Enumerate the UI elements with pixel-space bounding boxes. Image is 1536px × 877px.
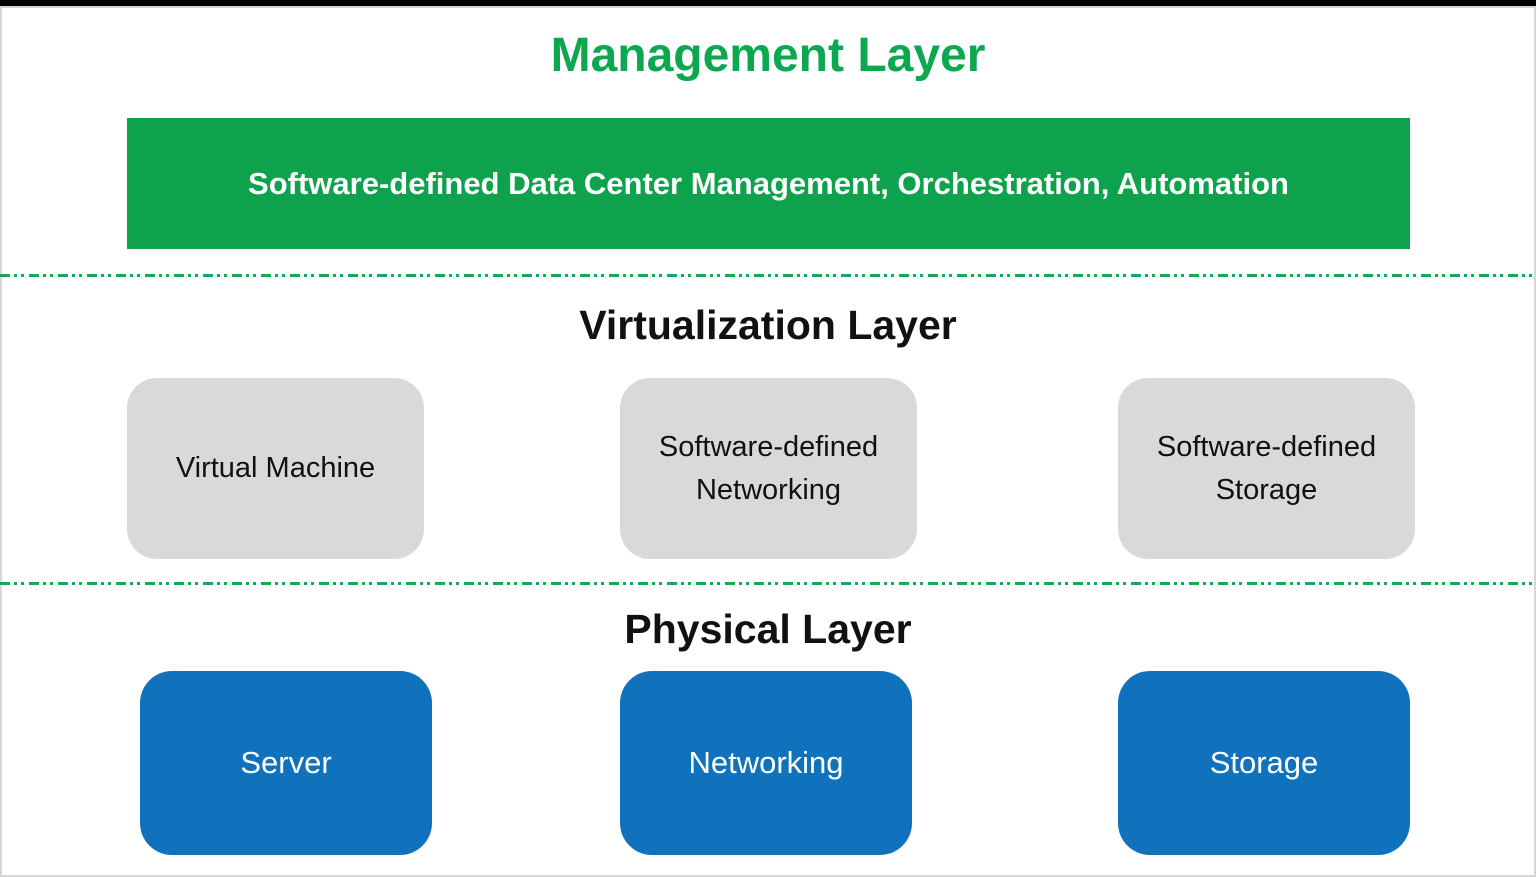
physical-layer-title: Physical Layer: [624, 606, 912, 652]
software-defined-networking-box: Software-defined Networking: [620, 378, 917, 559]
storage-box: Storage: [1118, 671, 1410, 855]
layer-divider-top: [0, 274, 1536, 277]
sds-label-line2: Storage: [1215, 473, 1318, 506]
management-layer-title: Management Layer: [550, 29, 986, 82]
management-box-label: Software-defined Data Center Management,…: [248, 165, 1289, 201]
software-defined-storage-box: Software-defined Storage: [1118, 378, 1415, 559]
sdn-label-line1: Software-defined: [658, 431, 879, 464]
storage-label: Storage: [1209, 745, 1319, 780]
management-box: Software-defined Data Center Management,…: [127, 118, 1410, 249]
virtualization-layer-title: Virtualization Layer: [579, 302, 957, 348]
sds-label-line1: Software-defined: [1156, 431, 1377, 464]
server-box: Server: [140, 671, 432, 855]
networking-box: Networking: [620, 671, 912, 855]
networking-label: Networking: [688, 745, 844, 780]
sdn-label-line2: Networking: [695, 473, 842, 506]
virtual-machine-label-line1: Virtual Machine: [175, 452, 376, 485]
virtual-machine-box: Virtual Machine: [127, 378, 424, 559]
layer-divider-bottom: [0, 582, 1536, 585]
server-label: Server: [240, 745, 332, 780]
